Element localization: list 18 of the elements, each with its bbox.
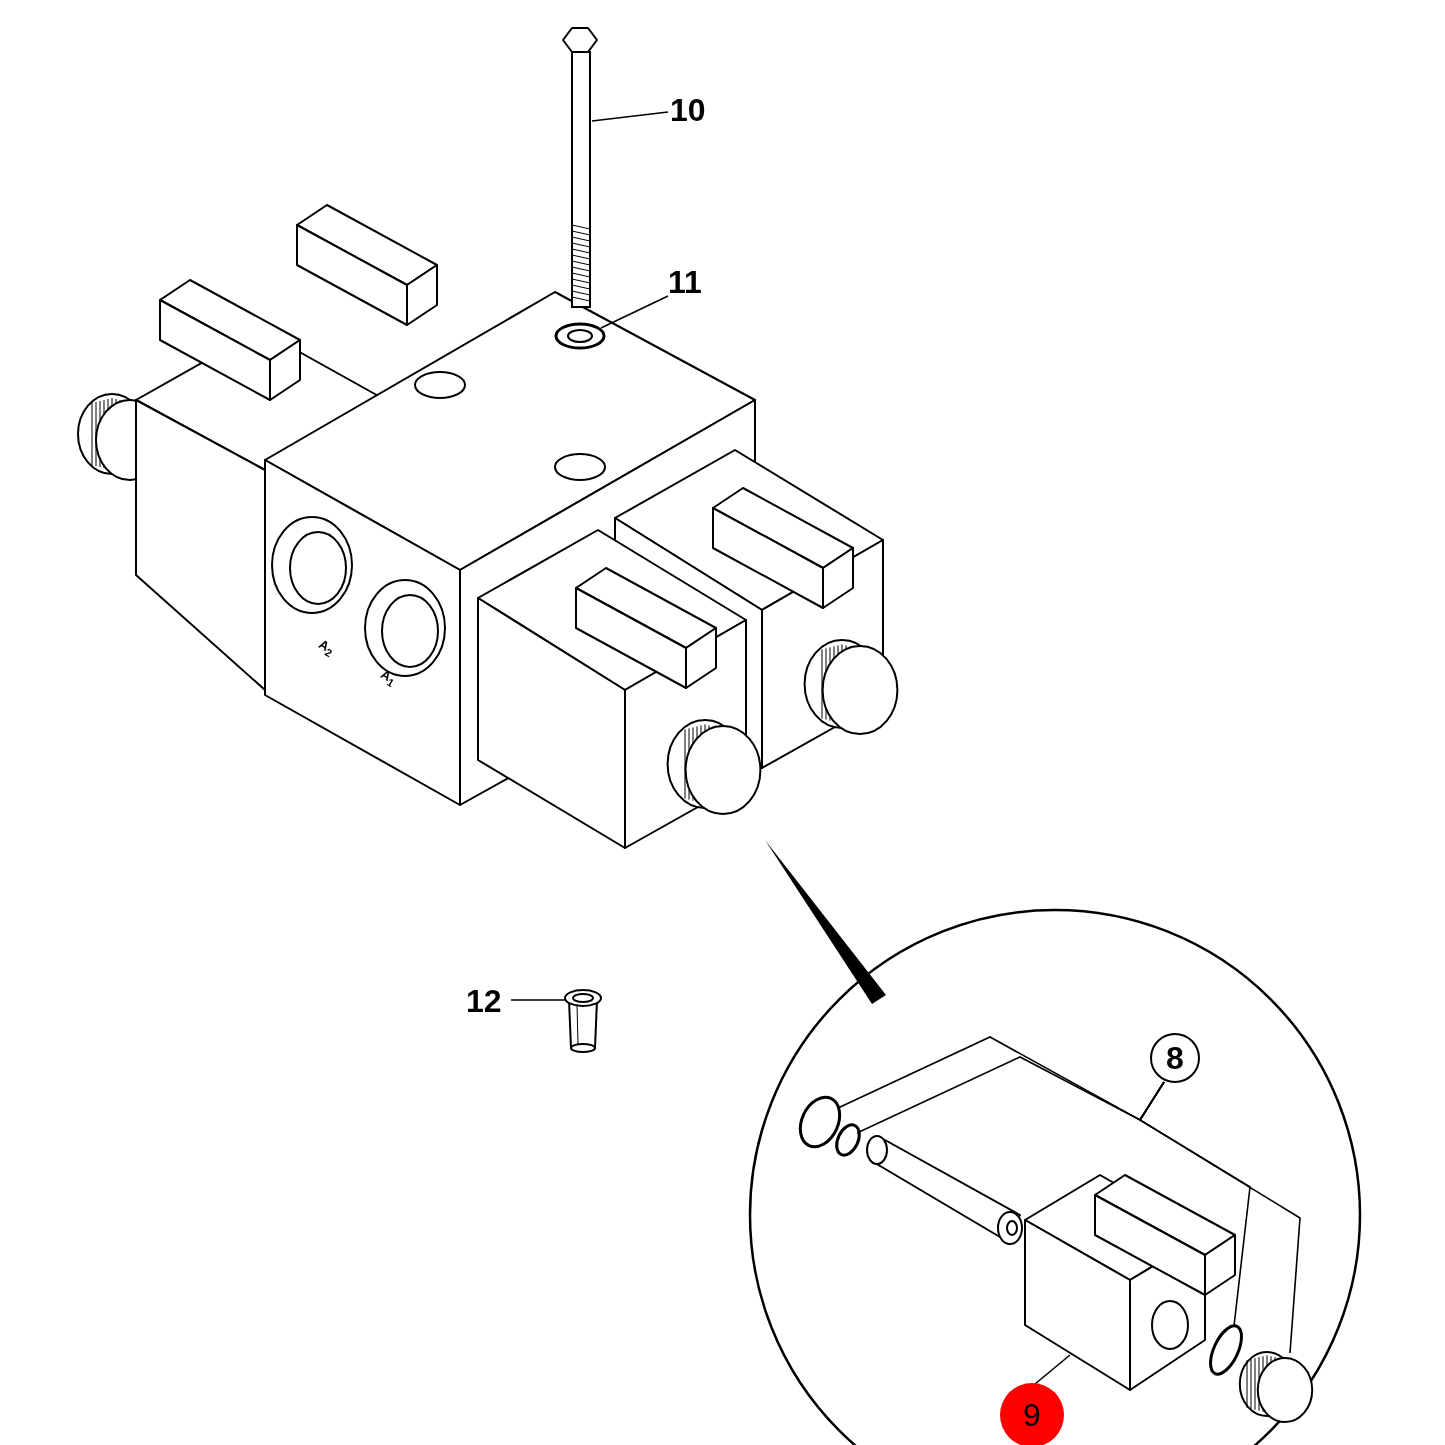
callout-number: 11	[668, 266, 702, 298]
callout-number: 12	[466, 985, 502, 1017]
leader-line	[591, 111, 669, 122]
leader-line	[600, 295, 669, 329]
washer-drawing	[554, 322, 606, 350]
leader-line	[1034, 1354, 1071, 1385]
coil-drawing	[1024, 1174, 1236, 1391]
bolt-drawing	[562, 27, 598, 308]
callout-number: 10	[670, 94, 706, 126]
knob-drawing	[1238, 1351, 1314, 1423]
bushing-drawing	[564, 989, 602, 1053]
callout-circle: 8	[1150, 1033, 1200, 1083]
o-ring-drawing	[798, 1095, 842, 1149]
leader-line	[510, 999, 567, 1001]
o-ring-drawing	[1209, 1324, 1243, 1376]
o-ring-drawing	[835, 1123, 861, 1157]
callout-circle: 9	[1000, 1383, 1064, 1445]
leader-line	[1138, 1081, 1301, 1354]
